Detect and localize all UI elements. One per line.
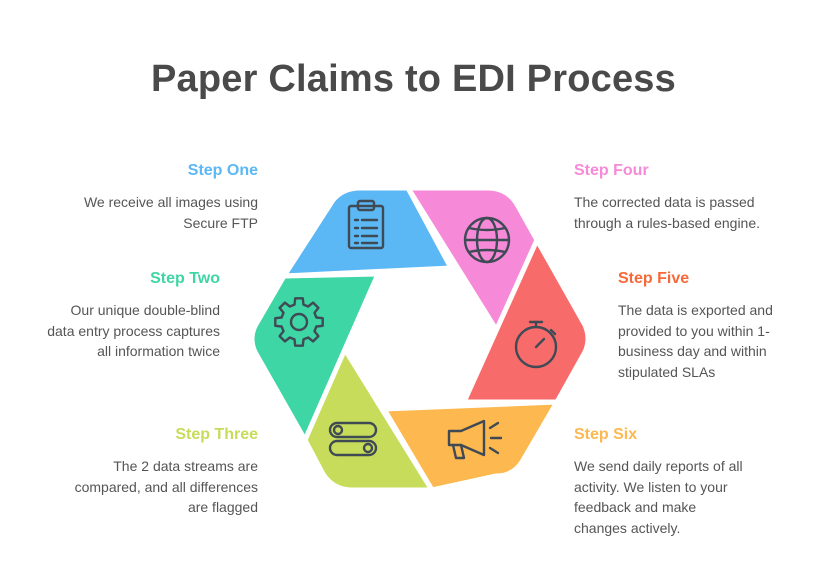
toggle-icon [328,421,378,457]
step-two-heading: Step Two [150,270,220,287]
segment-step-one [281,185,454,279]
step-four-heading: Step Four [574,162,649,179]
step-one-heading: Step One [187,162,258,179]
step-five-description: The data is exported and provided to you… [618,302,773,380]
clipboard-icon [347,199,385,250]
gear-icon [274,297,324,347]
step-four-description: The corrected data is passed through a r… [574,194,761,231]
step-five: Step Five The data is exported and provi… [618,270,788,382]
step-six-description: We send daily reports of all activity. W… [574,458,743,536]
segment-step-five [461,237,591,405]
step-one-description: We receive all images using Secure FTP [83,194,258,231]
step-six-heading: Step Six [574,426,638,443]
page-title: Paper Claims to EDI Process [151,58,676,100]
step-five-heading: Step Five [618,270,690,287]
segment-step-six [381,399,560,493]
step-one: Step One We receive all images using Sec… [70,162,258,233]
step-three-heading: Step Three [175,426,258,443]
step-two-description: Our unique double-blind data entry proce… [47,302,220,359]
step-three: Step Three The 2 data streams are compar… [70,426,258,518]
step-two: Step Two Our unique double-blind data en… [40,270,220,362]
step-three-description: The 2 data streams are compared, and all… [74,458,258,515]
globe-icon [463,216,511,264]
step-four: Step Four The corrected data is passed t… [574,162,764,233]
stopwatch-icon [514,320,558,369]
segment-step-four [405,185,540,334]
megaphone-icon [447,419,503,460]
step-six: Step Six We send daily reports of all ac… [574,426,744,538]
